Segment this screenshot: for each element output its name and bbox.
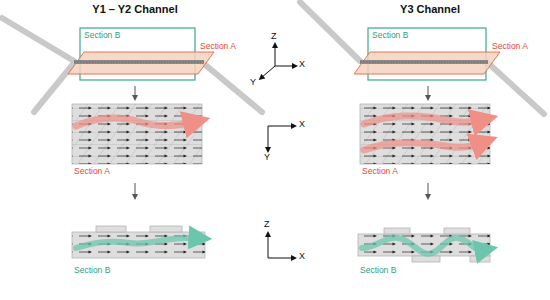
section-a-right-view	[360, 104, 490, 164]
right-3d-view	[300, 2, 544, 114]
section-label: Section A	[74, 167, 110, 176]
section-label: Section B	[360, 266, 396, 275]
panel-title: Y3 Channel	[400, 3, 460, 15]
section-label: Section A	[492, 42, 528, 51]
axis-label: Y	[264, 153, 270, 163]
axis-zx	[268, 234, 294, 258]
section-a-left-view	[72, 104, 202, 164]
axis-xy	[268, 126, 294, 150]
axis-label: X	[299, 60, 305, 70]
section-label: Section B	[74, 266, 110, 275]
section-label: Section B	[84, 31, 120, 40]
section-label: Section A	[362, 167, 398, 176]
axis-label: X	[299, 120, 305, 130]
axis-label: X	[299, 252, 305, 262]
left-3d-view	[2, 18, 262, 112]
axis-label: Z	[271, 32, 277, 42]
axis-3d	[261, 45, 295, 78]
panel-title: Y1 – Y2 Channel	[92, 3, 177, 15]
section-b-right-view	[358, 228, 490, 262]
section-label: Section A	[200, 42, 236, 51]
section-b-left-view	[72, 226, 205, 258]
axis-label: Z	[264, 220, 270, 230]
section-label: Section B	[372, 31, 408, 40]
axis-label: Y	[250, 78, 256, 88]
